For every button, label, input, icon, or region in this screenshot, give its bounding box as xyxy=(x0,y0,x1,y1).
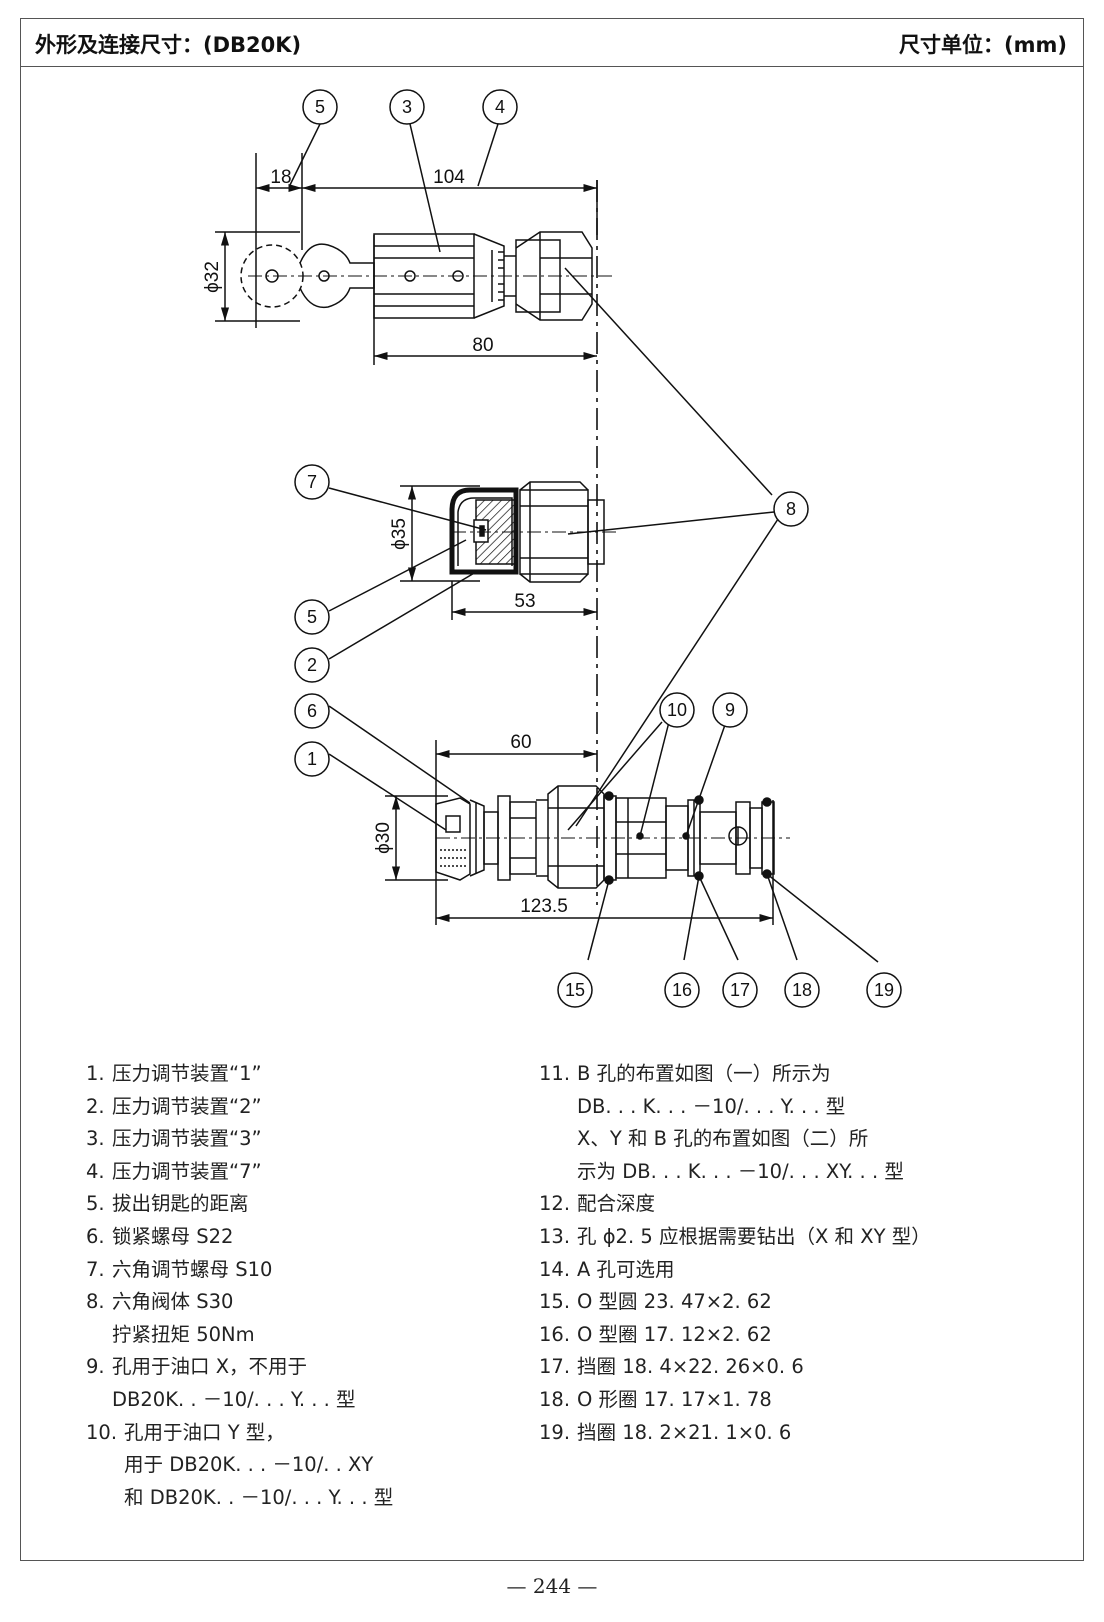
svg-text:16: 16 xyxy=(672,980,692,1000)
legend-item-19: 19.挡圈 18. 2×21. 1×0. 6 xyxy=(539,1420,792,1444)
callout-7: 7 xyxy=(294,464,330,500)
legend-item-18: 18.O 形圈 17. 17×1. 78 xyxy=(539,1387,772,1411)
technical-drawing: 18 104 ϕ32 80 ϕ35 53 xyxy=(202,89,902,1008)
callout-1: 1 xyxy=(294,741,330,777)
callout-8: 8 xyxy=(773,491,809,527)
callout-5-mid: 5 xyxy=(294,599,330,635)
legend-item-5: 5.拔出钥匙的距离 xyxy=(86,1192,249,1216)
dim-53: 53 xyxy=(514,591,535,612)
svg-text:5: 5 xyxy=(315,97,325,117)
dim-18: 18 xyxy=(270,167,291,188)
svg-text:18: 18 xyxy=(792,980,812,1000)
top-view xyxy=(215,123,773,496)
legend-item-6: 6.锁紧螺母 S22 xyxy=(86,1224,234,1248)
callout-5-top: 5 xyxy=(302,89,338,125)
callout-6: 6 xyxy=(294,693,330,729)
svg-text:6: 6 xyxy=(307,701,317,721)
legend-item-7: 7.六角调节螺母 S10 xyxy=(86,1257,273,1281)
legend-item-8-cont: 拧紧扭矩 50Nm xyxy=(112,1322,255,1346)
legend-item-1: 1.压力调节装置“1” xyxy=(86,1062,262,1085)
svg-text:9: 9 xyxy=(725,700,735,720)
page-title: 外形及连接尺寸：(DB20K) xyxy=(35,33,302,57)
dim-80: 80 xyxy=(472,335,493,356)
legend-item-15: 15.O 型圆 23. 47×2. 62 xyxy=(539,1290,772,1314)
callout-4: 4 xyxy=(482,89,518,125)
legend-item-4: 4.压力调节装置“7” xyxy=(86,1159,262,1183)
svg-text:15: 15 xyxy=(565,980,585,1000)
middle-view xyxy=(328,481,775,660)
svg-text:3: 3 xyxy=(402,97,412,117)
legend-item-9-cont: DB20K. . －10/. . . Y. . . 型 xyxy=(112,1387,356,1411)
legend-item-11-cont: DB. . . K. . . －10/. . . Y. . . 型 xyxy=(577,1094,846,1118)
callout-19: 19 xyxy=(866,972,902,1008)
svg-text:10: 10 xyxy=(667,700,687,720)
callout-3: 3 xyxy=(389,89,425,125)
callout-9: 9 xyxy=(712,692,748,728)
callout-15: 15 xyxy=(557,972,593,1008)
callout-18: 18 xyxy=(784,972,820,1008)
legend-item-10: 10.孔用于油口 Y 型， xyxy=(86,1420,285,1444)
svg-text:4: 4 xyxy=(495,97,505,117)
svg-text:2: 2 xyxy=(307,655,317,675)
dim-123-5: 123.5 xyxy=(520,896,568,917)
legend-item-17: 17.挡圈 18. 4×22. 26×0. 6 xyxy=(539,1355,804,1379)
svg-text:19: 19 xyxy=(874,980,894,1000)
legend-left: 1.压力调节装置“1” 2.压力调节装置“2” 3.压力调节装置“3” 4.压力… xyxy=(86,1058,393,1514)
page-frame: 外形及连接尺寸：(DB20K) 尺寸单位：(mm) xyxy=(20,18,1084,1561)
legend-item-14: 14.A 孔可选用 xyxy=(539,1257,675,1281)
legend-item-11: 11.B 孔的布置如图（一）所示为 xyxy=(539,1062,831,1085)
svg-text:7: 7 xyxy=(307,472,317,492)
svg-text:5: 5 xyxy=(307,607,317,627)
svg-text:8: 8 xyxy=(786,499,796,519)
dim-d30: ϕ30 xyxy=(373,822,394,854)
svg-text:17: 17 xyxy=(730,980,750,1000)
callout-16: 16 xyxy=(664,972,700,1008)
header-bar: 外形及连接尺寸：(DB20K) 尺寸单位：(mm) xyxy=(21,19,1083,67)
legend-item-8: 8.六角阀体 S30 xyxy=(86,1290,234,1314)
legend-item-11-cont2: X、Y 和 B 孔的布置如图（二）所 xyxy=(577,1127,869,1151)
page-number: — 244 — xyxy=(506,1574,598,1598)
legend-item-3: 3.压力调节装置“3” xyxy=(86,1127,262,1151)
legend-item-10-cont: 用于 DB20K. . . －10/. . XY xyxy=(124,1453,374,1477)
bottom-view xyxy=(328,512,879,963)
callout-10: 10 xyxy=(659,692,695,728)
dim-104: 104 xyxy=(433,167,465,188)
legend-right: 11.B 孔的布置如图（一）所示为 DB. . . K. . . －10/. .… xyxy=(539,1058,931,1449)
legend-item-12: 12.配合深度 xyxy=(539,1192,656,1216)
legend-item-11-cont3: 示为 DB. . . K. . . －10/. . . XY. . . 型 xyxy=(577,1159,904,1183)
callout-2: 2 xyxy=(294,647,330,683)
svg-text:1: 1 xyxy=(307,749,317,769)
dim-d32: ϕ32 xyxy=(202,261,223,293)
legend-item-13: 13.孔 ϕ2. 5 应根据需要钻出（X 和 XY 型） xyxy=(539,1224,931,1248)
legend-item-9: 9.孔用于油口 X，不用于 xyxy=(86,1355,308,1379)
dim-60: 60 xyxy=(510,732,531,753)
legend-item-16: 16.O 型圈 17. 12×2. 62 xyxy=(539,1322,772,1346)
legend-item-2: 2.压力调节装置“2” xyxy=(86,1094,262,1118)
legend-item-10-cont2: 和 DB20K. . －10/. . . Y. . . 型 xyxy=(124,1485,394,1509)
dim-d35: ϕ35 xyxy=(389,518,410,550)
unit-label: 尺寸单位：(mm) xyxy=(899,33,1067,57)
callout-17: 17 xyxy=(722,972,758,1008)
